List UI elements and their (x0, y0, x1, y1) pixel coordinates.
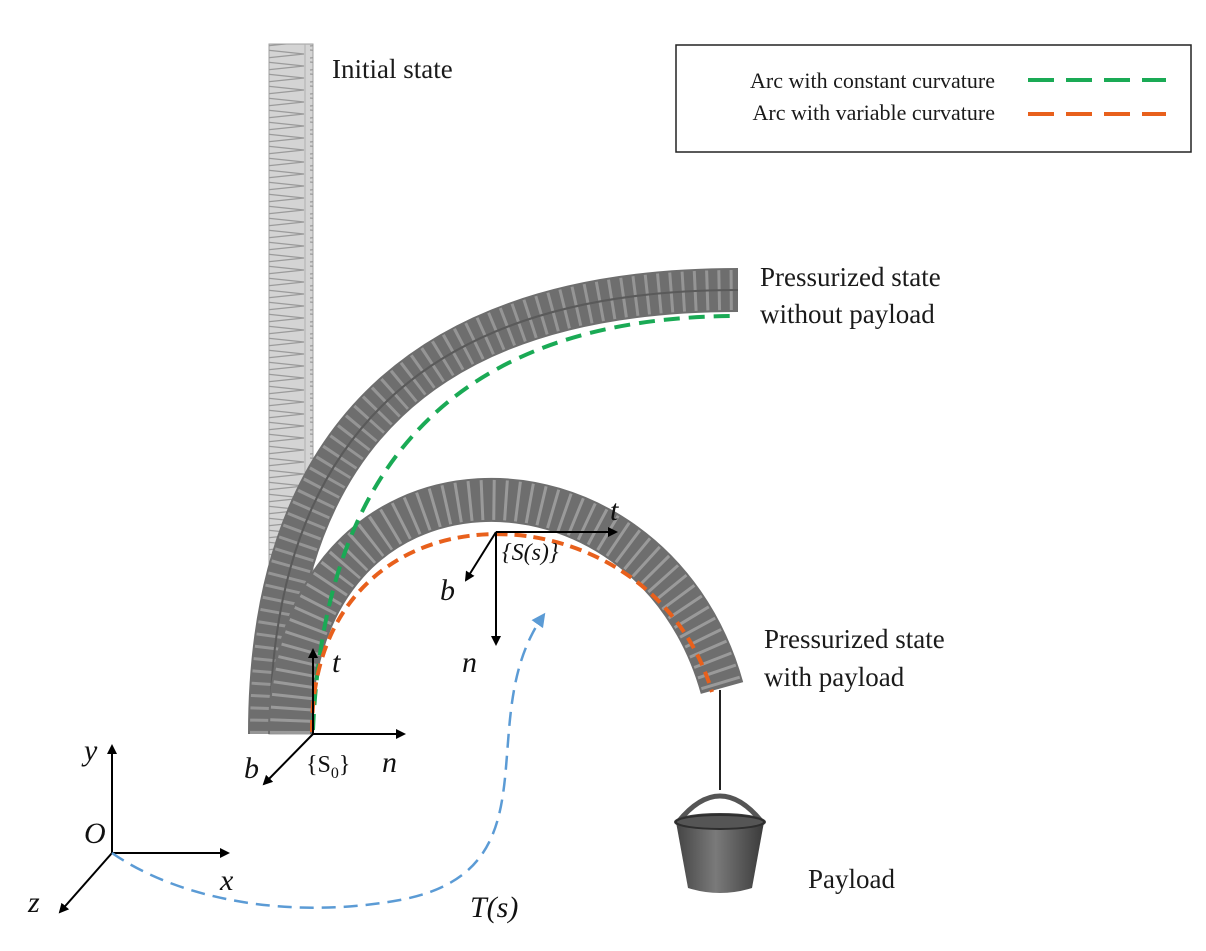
transform-label: T(s) (470, 891, 518, 924)
frame-ss (464, 527, 618, 646)
global-y-label: y (81, 734, 98, 767)
payload-label-line2: with payload (764, 662, 905, 692)
bucket-icon (674, 793, 766, 893)
ss-t-label: t (610, 494, 619, 527)
constant-curvature-curve (311, 314, 733, 731)
variable-curvature-curve (309, 532, 714, 733)
initial-state-label: Initial state (332, 54, 453, 84)
global-x-label: x (219, 864, 234, 897)
actuator-without-payload (248, 268, 739, 735)
payload-label: Payload (808, 864, 895, 894)
ss-n-label: n (462, 646, 477, 679)
ss-b-label: b (440, 574, 455, 607)
payload-label-line1: Pressurized state (764, 624, 945, 654)
s0-t-label: t (332, 646, 341, 679)
legend: Arc with constant curvature Arc with var… (675, 44, 1192, 153)
ss-frame-label: {S(s)} (502, 540, 559, 566)
no-payload-label-line2: without payload (760, 299, 935, 329)
global-z-label: z (27, 886, 40, 919)
s0-b-label: b (244, 752, 259, 785)
legend-item-constant: Arc with constant curvature (750, 68, 995, 93)
s0-n-label: n (382, 746, 397, 779)
actuator-with-payload (268, 477, 744, 735)
global-frame (58, 744, 230, 914)
transform-curve (111, 612, 546, 909)
legend-item-variable: Arc with variable curvature (753, 100, 996, 125)
no-payload-label-line1: Pressurized state (760, 262, 941, 292)
frame-s0 (262, 648, 406, 786)
s0-frame-label: {S0} (306, 752, 350, 782)
global-origin-label: O (84, 817, 106, 850)
